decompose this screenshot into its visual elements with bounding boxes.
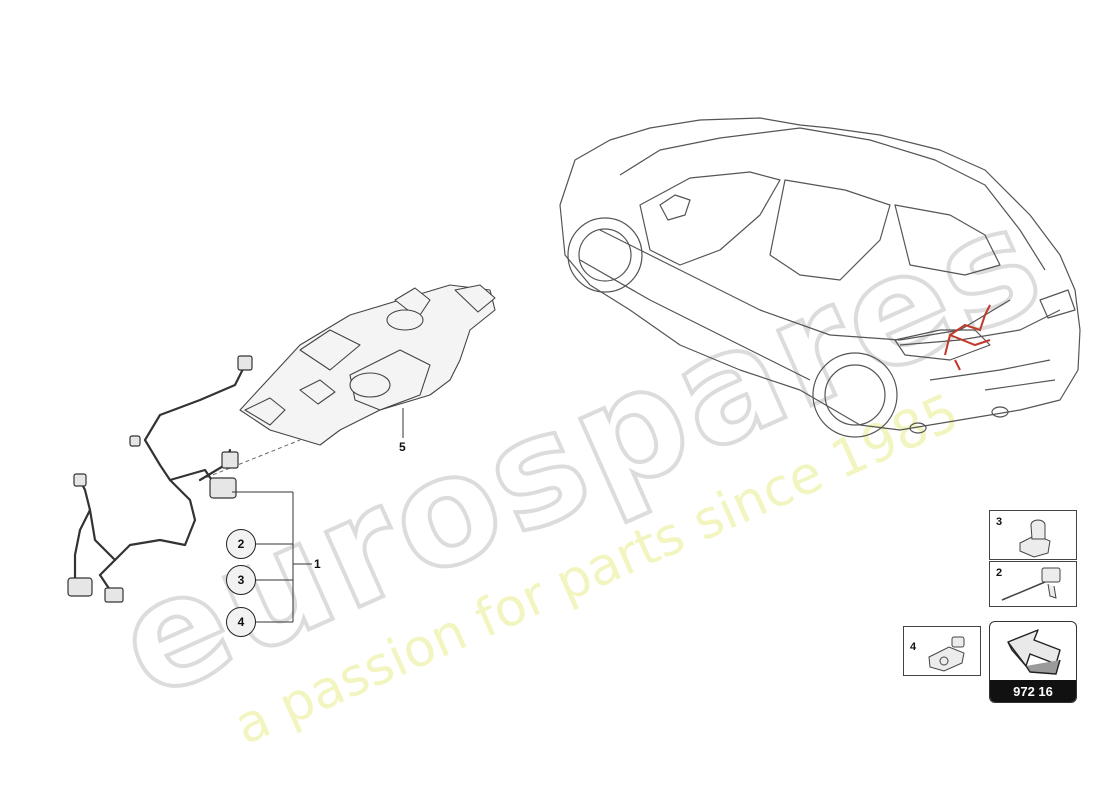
legend-item-3: 3 bbox=[989, 510, 1077, 560]
legend-item-2: 2 bbox=[989, 561, 1077, 607]
callout-item-5: 5 bbox=[399, 440, 406, 454]
legend-number: 2 bbox=[996, 567, 1003, 579]
arrow-icon bbox=[1007, 629, 1061, 675]
legend-number: 4 bbox=[910, 641, 917, 653]
legend-item-4: 4 bbox=[903, 626, 981, 676]
connector-icon bbox=[928, 636, 965, 672]
reference-code: 972 16 bbox=[990, 680, 1076, 702]
callout-item-2: 2 bbox=[226, 529, 256, 559]
reference-box: 972 16 bbox=[989, 621, 1077, 703]
legend-number: 3 bbox=[996, 516, 1003, 528]
callout-item-3: 3 bbox=[226, 565, 256, 595]
sensor-icon bbox=[1001, 567, 1061, 601]
callout-item-4: 4 bbox=[226, 607, 256, 637]
clip-icon bbox=[1019, 519, 1051, 558]
callout-item-1: 1 bbox=[314, 557, 321, 571]
